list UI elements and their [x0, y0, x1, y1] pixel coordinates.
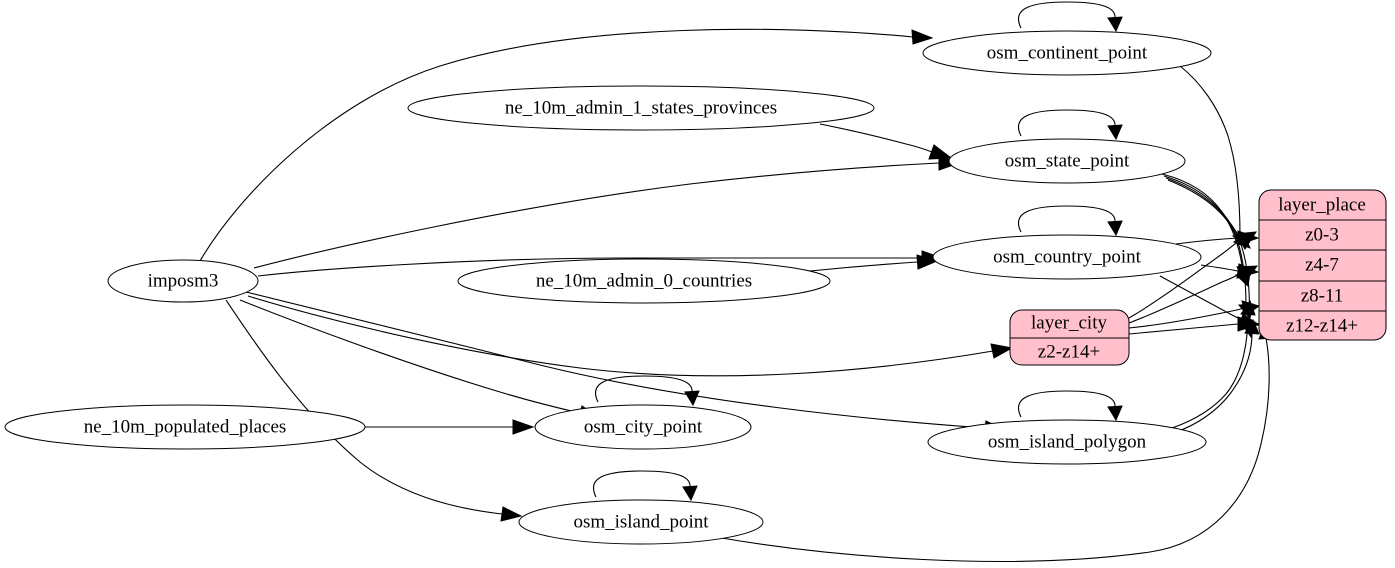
- record-row-layer-city-0[interactable]: z2-z14+: [1038, 341, 1100, 362]
- node-label-ne-states: ne_10m_admin_1_states_provinces: [505, 97, 777, 118]
- edge-self-loop-osm-continent-point: [1018, 1, 1123, 33]
- node-ne-10m-admin-1-states-provinces[interactable]: ne_10m_admin_1_states_provinces: [407, 85, 875, 131]
- edge-osm-continent-point-to-layer-place-z0-3: [1179, 65, 1248, 246]
- record-node-layer-place[interactable]: layer_place z0-3 z4-7 z8-11 z12-z14+: [1258, 189, 1387, 341]
- node-ne-10m-admin-0-countries[interactable]: ne_10m_admin_0_countries: [457, 258, 831, 304]
- node-label-osm-island-polygon: osm_island_polygon: [988, 431, 1147, 452]
- node-label-ne-places: ne_10m_populated_places: [84, 416, 287, 437]
- node-osm-continent-point[interactable]: osm_continent_point: [922, 30, 1212, 76]
- edge-self-loop-osm-state-point: [1018, 109, 1123, 141]
- node-label-osm-city-point: osm_city_point: [584, 416, 703, 437]
- node-label-ne-countries: ne_10m_admin_0_countries: [536, 270, 752, 291]
- node-osm-state-point[interactable]: osm_state_point: [948, 138, 1186, 184]
- edge-layer-city-to-layer-place-z4-7: [1128, 265, 1259, 324]
- record-row-layer-place-2[interactable]: z8-11: [1301, 285, 1344, 306]
- record-title-layer-place: layer_place: [1278, 194, 1366, 215]
- record-layer: layer_place z0-3 z4-7 z8-11 z12-z14+ lay…: [1009, 189, 1387, 366]
- edge-self-loop-osm-island-polygon: [1018, 390, 1123, 422]
- edge-imposm3-to-osm-state-point: [253, 155, 961, 269]
- edge-imposm3-to-osm-continent-point: [199, 28, 934, 262]
- edge-imposm3-to-osm-city-point: [239, 299, 601, 421]
- node-osm-island-polygon[interactable]: osm_island_polygon: [927, 419, 1207, 465]
- node-imposm3[interactable]: imposm3: [107, 259, 259, 303]
- record-row-layer-place-0[interactable]: z0-3: [1305, 224, 1339, 245]
- edge-self-loop-osm-city-point: [595, 375, 700, 407]
- node-label-osm-state-point: osm_state_point: [1005, 150, 1130, 171]
- edge-ne-states-to-osm-state-point: [819, 123, 953, 160]
- record-title-layer-city: layer_city: [1031, 312, 1107, 333]
- record-node-layer-city[interactable]: layer_city z2-z14+: [1009, 309, 1130, 366]
- edge-self-loop-osm-country-point: [1018, 205, 1123, 237]
- record-row-layer-place-3[interactable]: z12-z14+: [1286, 315, 1358, 336]
- node-osm-city-point[interactable]: osm_city_point: [534, 404, 752, 450]
- node-label-osm-country-point: osm_country_point: [993, 246, 1141, 267]
- edge-layer-city-to-layer-place-z0-3: [1128, 231, 1257, 319]
- edge-osm-island-polygon-to-layer-place-z8-11: [1171, 299, 1256, 429]
- node-osm-country-point[interactable]: osm_country_point: [932, 234, 1202, 280]
- node-layer: imposm3 ne_10m_admin_1_states_provinces …: [4, 30, 1212, 545]
- record-row-layer-place-1[interactable]: z4-7: [1305, 254, 1339, 275]
- node-label-imposm3: imposm3: [148, 270, 219, 291]
- edge-imposm3-to-layer-city: [247, 295, 1014, 377]
- edge-imposm3-to-osm-island-point: [225, 299, 523, 522]
- edge-ne-countries-to-osm-country-point: [809, 254, 939, 272]
- edge-ne-places-to-osm-city-point: [365, 419, 535, 435]
- node-ne-10m-populated-places[interactable]: ne_10m_populated_places: [4, 404, 366, 450]
- edge-self-loop-osm-island-point: [593, 470, 698, 502]
- node-label-osm-island-point: osm_island_point: [573, 511, 709, 532]
- node-osm-island-point[interactable]: osm_island_point: [518, 499, 764, 545]
- edge-osm-island-polygon-to-layer-place-z12-z14: [1175, 318, 1260, 433]
- node-label-osm-continent-point: osm_continent_point: [987, 42, 1148, 63]
- edge-layer: [199, 1, 1274, 562]
